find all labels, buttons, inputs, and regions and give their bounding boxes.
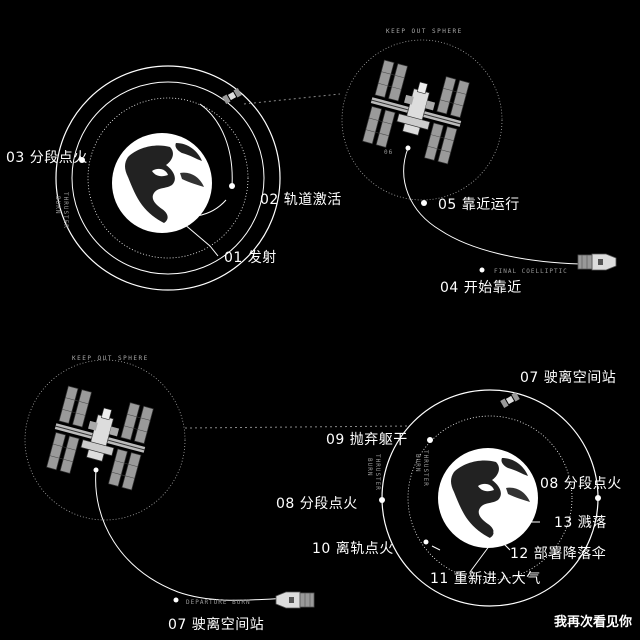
stage-07-top-label: 07 驶离空间站 <box>520 370 617 386</box>
stage-02-label: 02 轨道激活 <box>260 192 342 208</box>
stage-03-label: 03 分段点火 <box>6 150 88 166</box>
stage-13-label: 13 溅落 <box>554 515 607 531</box>
bottom-iss-group: KEEP OUT SPHERE DEPARTURE BURN <box>24 355 411 609</box>
top-iss-group: KEEP OUT SPHERE FINAL COELLIPTIC 06 <box>341 28 617 275</box>
stage-04-label: 04 开始靠近 <box>440 280 522 296</box>
departure-burn-label: DEPARTURE BURN <box>186 599 251 606</box>
stage-08-left-label: 08 分段点火 <box>276 496 358 512</box>
earth-top <box>112 133 212 233</box>
stage-09-label: 09 抛弃躯干 <box>326 432 408 448</box>
stage-05-label: 05 靠近运行 <box>438 197 520 213</box>
stage-08-right-label: 08 分段点火 <box>540 476 622 492</box>
burn-label-2: BURN <box>414 454 421 472</box>
capsule-top <box>577 253 617 271</box>
capsule-bottom <box>275 591 315 609</box>
small-satellite-top <box>222 88 242 104</box>
thruster-label-2: THRUSTER <box>422 450 429 487</box>
thruster-label-1: THRUSTER <box>62 192 69 229</box>
stage-12-label: 12 部署降落伞 <box>510 546 607 562</box>
thruster-label-3: THRUSTER <box>374 454 381 491</box>
stage-01-label: 01 发射 <box>224 250 277 266</box>
iss-top <box>360 59 472 165</box>
small-satellite-bottom <box>500 392 520 408</box>
earth-bottom <box>438 448 538 548</box>
keep-out-sphere-bottom-label: KEEP OUT SPHERE <box>72 355 149 362</box>
stage-07-bottom-label: 07 驶离空间站 <box>168 617 265 633</box>
docking-06-label: 06 <box>384 149 393 156</box>
burn-label-3: BURN <box>366 458 373 476</box>
final-coelliptic-label: FINAL COELLIPTIC <box>494 268 568 275</box>
keep-out-sphere-top-label: KEEP OUT SPHERE <box>386 28 463 35</box>
stage-11-label: 11 重新进入大气 <box>430 571 541 587</box>
bottom-orbit-group: THRUSTER BURN THRUSTER BURN <box>366 389 601 607</box>
iss-bottom <box>44 385 156 491</box>
stage-10-label: 10 离轨点火 <box>312 541 394 557</box>
watermark: 我再次看见你 <box>553 615 632 630</box>
burn-label-1: BURN <box>54 196 61 214</box>
top-orbit-group: THRUSTER BURN <box>54 65 341 291</box>
